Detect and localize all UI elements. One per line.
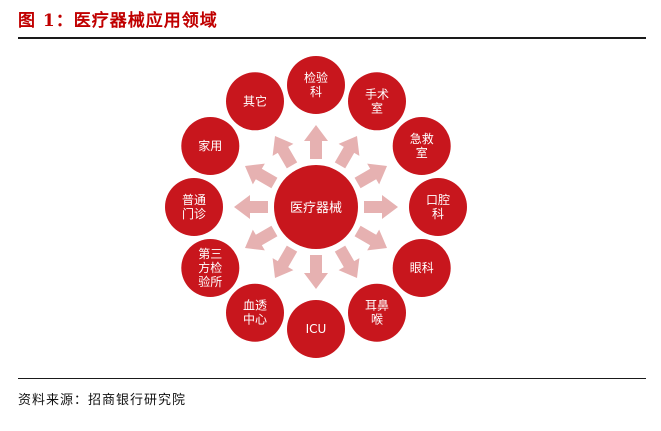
- node-circle-jijiushi: [392, 117, 451, 175]
- figure-title: 图 1：医疗器械应用领域: [18, 6, 218, 31]
- node-label-xuetou: 血透中心: [243, 299, 267, 327]
- node-circle-kouqiangke: [409, 178, 467, 236]
- node-label-disanfang: 第三方检验所: [198, 247, 222, 289]
- node-circle-disanfang: [181, 239, 240, 297]
- top-rule: [18, 37, 646, 39]
- node-circle-qita: [226, 72, 284, 131]
- node-label-putongmenzhen: 普通门诊: [182, 193, 206, 221]
- arrow-to-kouqiangke: [364, 195, 398, 219]
- arrow-to-shoushushi: [334, 135, 360, 169]
- node-circle-yanke: [392, 239, 451, 297]
- node-label-shoushushi: 手术室: [365, 87, 389, 115]
- arrow-to-putongmenzhen: [234, 195, 268, 219]
- node-label-jiayong: 家用: [198, 138, 222, 153]
- center-circle: [274, 165, 358, 249]
- arrow-to-qita: [272, 135, 298, 169]
- bottom-rule: [18, 378, 646, 379]
- center-label: 医疗器械: [290, 201, 342, 216]
- figure-title-text: 医疗器械应用领域: [73, 11, 218, 31]
- node-circle-jianyanke: [287, 56, 345, 114]
- node-circle-shoushushi: [348, 72, 406, 131]
- node-circle-icu: [287, 300, 345, 358]
- arrow-to-icu: [304, 255, 328, 289]
- node-label-erbihou: 耳鼻喉: [365, 298, 389, 327]
- node-label-qita: 其它: [243, 93, 267, 108]
- arrow-to-disanfang: [244, 225, 278, 251]
- node-label-jijiushi: 急救室: [410, 131, 434, 160]
- arrow-to-xuetou: [272, 245, 298, 279]
- figure-title-prefix: 图 1：: [18, 11, 74, 31]
- node-circle-jiayong: [181, 117, 240, 175]
- node-circle-xuetou: [226, 283, 284, 342]
- node-label-yanke: 眼科: [410, 261, 434, 275]
- arrow-to-jijiushi: [354, 163, 388, 189]
- node-label-icu: ICU: [306, 322, 327, 336]
- node-circle-erbihou: [348, 283, 406, 342]
- arrow-to-jianyanke: [304, 125, 328, 159]
- arrow-to-erbihou: [334, 245, 360, 279]
- node-circle-putongmenzhen: [165, 178, 223, 236]
- node-label-jianyanke: 检验科: [304, 70, 328, 99]
- arrow-to-jiayong: [244, 163, 278, 189]
- nodes-group: 检验科手术室急救室口腔科眼科耳鼻喉 ICU 血透中心第三方检验所 普通门诊 家用 其它: [165, 56, 467, 358]
- node-label-kouqiangke: 口腔科: [426, 192, 450, 221]
- source-note: 资料来源：招商银行研究院: [18, 393, 187, 408]
- arrows-group: [234, 125, 398, 289]
- arrow-to-yanke: [354, 225, 388, 251]
